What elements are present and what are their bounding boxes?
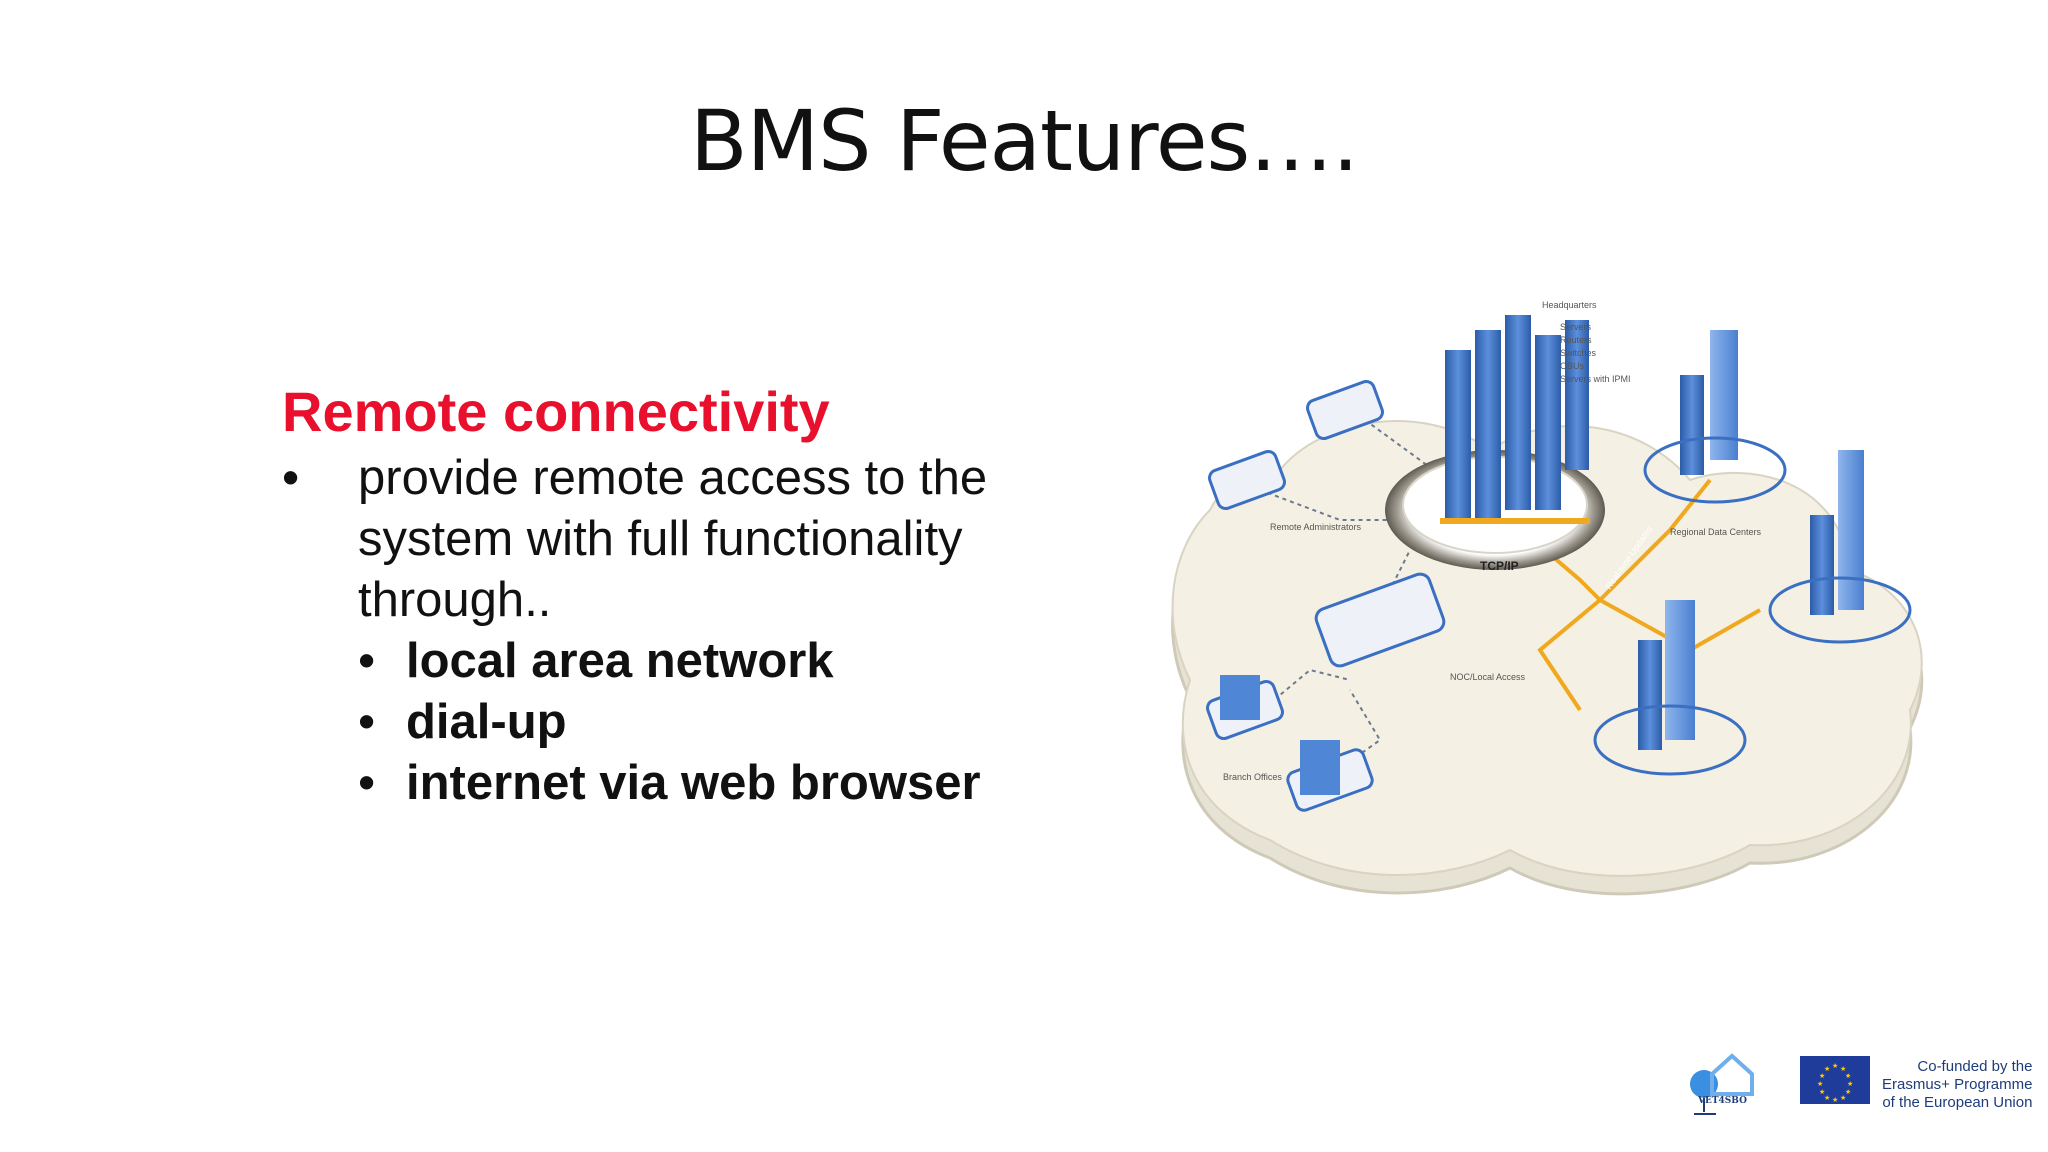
- svg-text:★: ★: [1819, 1088, 1825, 1096]
- server-rack: [1535, 335, 1561, 510]
- cofunded-text: Co-funded by the Erasmus+ Programme of t…: [1882, 1058, 2032, 1112]
- sub-bullet-text: dial-up: [406, 695, 567, 749]
- sub-bullet-text: internet via web browser: [406, 756, 981, 810]
- hq-item: Servers with IPMI: [1560, 374, 1631, 384]
- vet4sbo-text: VET4SBO: [1698, 1096, 1747, 1106]
- hq-item: Servers: [1560, 322, 1592, 332]
- svg-text:★: ★: [1819, 1072, 1825, 1080]
- bullet-dot: •: [358, 695, 376, 749]
- section-heading: Remote connectivity: [282, 380, 830, 443]
- sub-bullet-item: • local area network: [358, 631, 1102, 692]
- cofunded-line: Erasmus+ Programme: [1882, 1076, 2033, 1093]
- hq-hub: [1385, 315, 1605, 570]
- hq-item: OBUs: [1560, 361, 1585, 371]
- footer-logos: ★★★ ★★★ ★★★ ★★★: [1690, 1053, 1870, 1115]
- svg-text:★: ★: [1847, 1080, 1853, 1088]
- svg-text:★: ★: [1845, 1072, 1851, 1080]
- svg-text:★: ★: [1817, 1080, 1823, 1088]
- sub-bullet-item: • internet via web browser: [358, 753, 1102, 814]
- bullet-dot: •: [358, 756, 376, 810]
- remote-admins-label: Remote Administrators: [1270, 522, 1362, 532]
- svg-text:★: ★: [1840, 1094, 1846, 1102]
- sub-bullet-list: • local area network • dial-up • interne…: [358, 631, 1102, 814]
- svg-text:★: ★: [1840, 1065, 1846, 1073]
- hq-label: Headquarters: [1542, 300, 1597, 310]
- bullet-dot: •: [282, 451, 300, 505]
- svg-text:★: ★: [1824, 1065, 1830, 1073]
- vet4sbo-logo: [1690, 1053, 1754, 1115]
- server-rack: [1475, 330, 1501, 520]
- sub-bullet-item: • dial-up: [358, 692, 1102, 753]
- noc-label: NOC/Local Access: [1450, 672, 1526, 682]
- branch-label: Branch Offices: [1223, 772, 1282, 782]
- svg-text:★: ★: [1832, 1062, 1838, 1070]
- bullet-dot: •: [358, 634, 376, 688]
- regional-data-centers: [1593, 330, 1912, 776]
- eu-flag-icon: ★★★ ★★★ ★★★ ★★★: [1800, 1056, 1870, 1104]
- content-block: Remote connectivity • provide remote acc…: [282, 380, 1102, 814]
- cofunded-line: of the European Union: [1882, 1094, 2033, 1111]
- svg-text:★: ★: [1832, 1096, 1838, 1104]
- server-rack: [1505, 315, 1531, 510]
- hq-item: Switches: [1560, 348, 1597, 358]
- svg-text:★: ★: [1824, 1094, 1830, 1102]
- regional-dc-label: Regional Data Centers: [1670, 527, 1762, 537]
- main-bullet: • provide remote access to the system wi…: [282, 448, 1102, 631]
- remote-admin-sites: [1206, 379, 1446, 812]
- hq-item: Routers: [1560, 335, 1592, 345]
- cofunded-line: Co-funded by the: [1917, 1058, 2033, 1075]
- main-bullet-text: provide remote access to the system with…: [358, 451, 988, 627]
- sub-bullet-text: local area network: [406, 634, 834, 688]
- server-rack: [1445, 350, 1471, 520]
- tcpip-label: TCP/IP: [1480, 559, 1519, 573]
- slide-title: BMS Features….: [689, 92, 1359, 190]
- branch-office-buildings: [1220, 675, 1340, 795]
- server-rack: [1565, 320, 1589, 470]
- svg-text:★: ★: [1845, 1088, 1851, 1096]
- network-diagram: Headquarters Servers Routers Switches OB…: [1171, 300, 1924, 896]
